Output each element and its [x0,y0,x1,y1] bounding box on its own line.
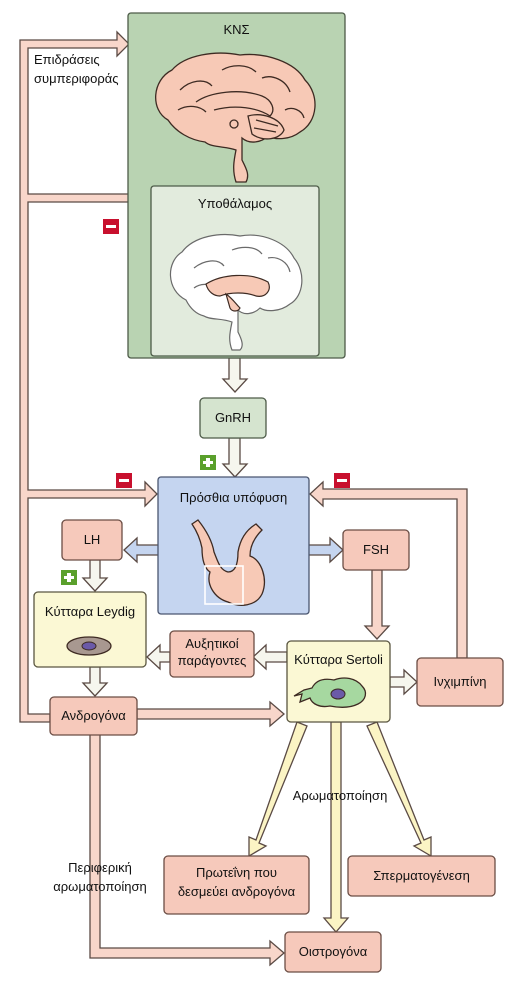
sertoli-to-spermatogenesis-arrow [366,721,432,858]
inhibin-label: Ινχιμπίνη [433,674,487,689]
sertoli-to-estrogens-arrow [322,721,350,933]
cns-to-gnrh-arrow [221,357,249,393]
plus-sign-lh [61,570,77,585]
lh-label: LH [83,532,101,547]
hypothalamus-brain-illustration [169,233,303,351]
plus-sign-gnrh [200,455,216,470]
lh-to-leydig-arrow [81,559,109,592]
sertoli-to-growthfactors-arrow [252,643,288,671]
fsh-box [342,529,410,571]
peripheral-aromatization-label-line2: αρωματοποίηση [53,879,147,894]
cns-label: ΚΝΣ [223,22,250,37]
behavior-effects-label-line1: Επιδράσεις [34,52,100,67]
growthfactors-to-leydig-arrow [146,643,171,671]
pituitary-illustration [191,519,265,606]
minus-sign-hypothalamus [103,219,119,234]
growth-factors-label-line2: παράγοντες [177,653,247,668]
lh-box [61,519,123,561]
hypothalamus-label: Υποθάλαμος [197,196,273,211]
fsh-label: FSH [363,542,389,557]
minus-sign-pituitary-right [334,473,350,488]
feedback-loop-arrow [19,30,158,723]
androgens-to-sertoli-arrow [136,700,285,728]
aromatization-label: Αρωματοποίηση [292,788,388,803]
leydig-label: Κύτταρα Leydig [44,604,136,619]
sertoli-to-inhibin-arrow [389,668,418,696]
growth-factors-box [169,630,255,678]
sertoli-cell-illustration [293,677,367,708]
peripheral-aromatization-label-line1: Περιφερική [68,860,132,875]
inhibin-box [416,657,504,707]
connector-arrows [19,30,468,967]
leydig-cell-illustration [66,636,112,656]
inhibin-feedback-arrow [309,480,468,659]
sertoli-label: Κύτταρα Sertoli [294,652,383,667]
minus-sign-pituitary-left [116,473,132,488]
anterior-pituitary-label: Πρόσθια υπόφυση [179,490,288,505]
abp-box [163,855,310,915]
fsh-to-sertoli-arrow [363,569,391,640]
spermatogenesis-box [347,855,496,897]
abp-label-line1: Πρωτεΐνη που [195,865,278,880]
spermatogenesis-label: Σπερματογένεση [373,868,470,883]
leydig-box [33,591,147,668]
behavior-effects-label-line2: συμπεριφοράς [34,71,119,86]
gnrh-label: GnRH [214,410,252,425]
androgens-label: Ανδρογόνα [61,708,126,723]
androgens-to-estrogens-arrow [89,732,285,967]
pituitary-to-lh-arrow [123,536,161,564]
gnrh-to-pituitary-arrow [221,437,249,478]
estrogens-label: Οιστρογόνα [298,944,368,959]
brain-illustration [155,52,316,183]
abp-label-line2: δεσμεύει ανδρογόνα [177,884,296,899]
leydig-to-androgens-arrow [81,666,109,697]
androgens-box [49,696,138,736]
growth-factors-label-line1: Αυξητικοί [185,636,239,651]
estrogens-box [284,931,382,973]
gnrh-box [199,397,267,439]
anterior-pituitary-box [157,476,310,615]
pituitary-to-fsh-arrow [307,536,344,564]
sertoli-to-abp-arrow [248,721,308,858]
